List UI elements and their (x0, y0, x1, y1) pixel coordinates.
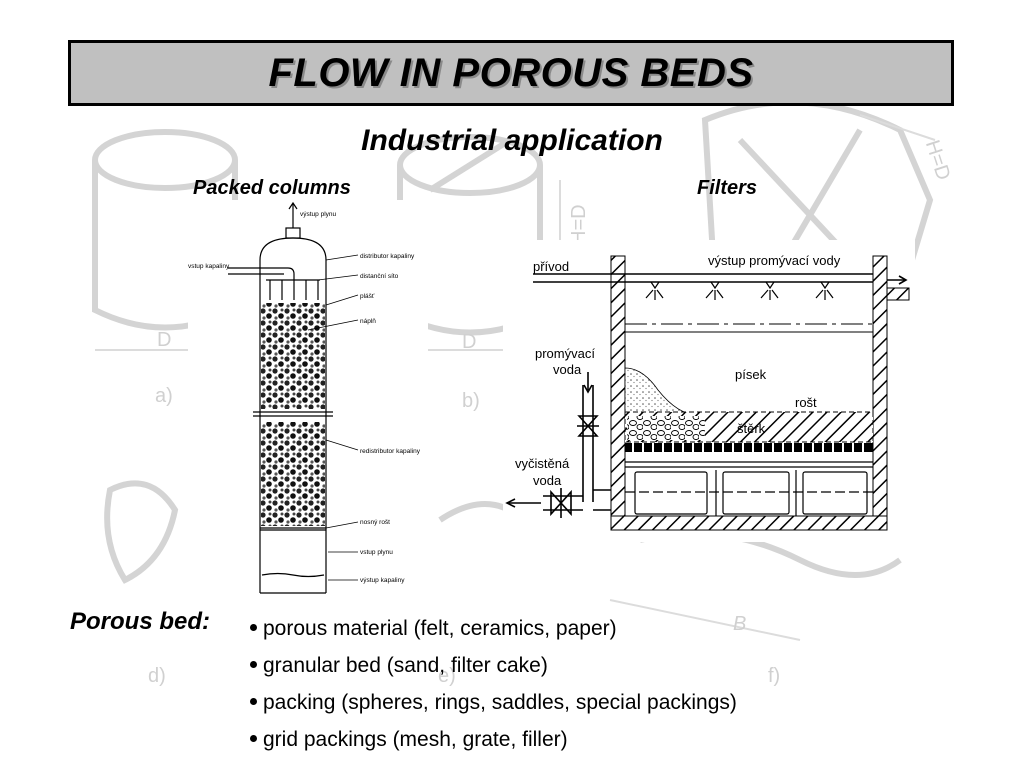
label-grate: nosný rošt (360, 519, 390, 526)
label-mesh: distanční síto (360, 273, 399, 280)
bg-label-hd2: H=D (568, 204, 590, 245)
bullet-icon (250, 697, 257, 705)
bg-label-d: d) (148, 665, 166, 687)
label-inlet: přívod (533, 259, 569, 274)
list-item-text: porous material (felt, ceramics, paper) (263, 617, 617, 640)
label-liquid-in: vstup kapaliny (188, 263, 230, 270)
label-clean-water-2: voda (533, 473, 562, 488)
label-wash-water-1: promývací (535, 346, 595, 361)
bullet-icon (250, 623, 257, 631)
list-item: granular bed (sand, filter cake) (250, 647, 737, 684)
list-item: porous material (felt, ceramics, paper) (250, 610, 737, 647)
label-liquid-out: výstup kapaliny (360, 577, 405, 584)
porous-bed-label: Porous bed: (70, 608, 211, 635)
bg-label-b-cap: B (733, 613, 746, 635)
filters-heading: Filters (697, 177, 758, 199)
title-box: FLOW IN POROUS BEDS (68, 40, 954, 106)
filter-diagram: přívod výstup promývací vody promývací v… (503, 240, 915, 542)
list-item-text: granular bed (sand, filter cake) (263, 654, 548, 677)
label-sand: písek (735, 367, 767, 382)
bullet-icon (250, 734, 257, 742)
label-clean-water-1: vyčistěná (515, 456, 570, 471)
bg-label-e: e) (438, 665, 456, 687)
label-gravel: štěrk (737, 421, 766, 436)
list-item-text: grid packings (mesh, grate, filler) (263, 728, 568, 751)
label-wash-out: výstup promývací vody (708, 253, 841, 268)
slide-title: FLOW IN POROUS BEDS (268, 50, 754, 95)
label-shell: plášť (360, 293, 375, 300)
label-distributor: distributor kapaliny (360, 253, 415, 260)
list-item: packing (spheres, rings, saddles, specia… (250, 684, 737, 721)
bg-label-d1: D (157, 329, 171, 351)
label-grate: rošt (795, 395, 817, 410)
bg-label-d2: D (462, 331, 476, 353)
packed-column-diagram: výstup plynu vstup kapaliny distributor … (188, 200, 428, 600)
label-gas-out: výstup plynu (300, 211, 337, 218)
label-wash-water-2: voda (553, 362, 582, 377)
list-item: grid packings (mesh, grate, filler) (250, 721, 737, 758)
list-item-text: packing (spheres, rings, saddles, specia… (263, 691, 737, 714)
bg-label-b: b) (462, 390, 480, 412)
label-packing: náplň (360, 318, 376, 325)
bg-label-f: f) (768, 665, 780, 687)
label-gas-in: vstup plynu (360, 549, 393, 556)
porous-bed-list: porous material (felt, ceramics, paper) … (250, 610, 737, 758)
packed-columns-heading: Packed columns (193, 177, 351, 199)
bg-label-a: a) (155, 385, 173, 407)
label-redistributor: redistributor kapaliny (360, 448, 421, 455)
bullet-icon (250, 660, 257, 668)
slide-subtitle: Industrial application (361, 124, 663, 157)
